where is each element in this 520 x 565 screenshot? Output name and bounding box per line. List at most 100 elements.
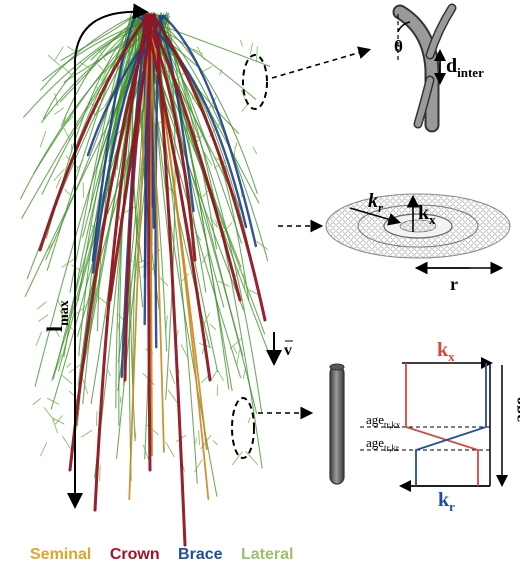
dinter-label: dinter [446, 55, 484, 80]
root-strand [87, 102, 100, 109]
root-strand [143, 13, 212, 382]
root-strand [248, 289, 259, 295]
root-strand [66, 362, 72, 368]
root-strand [61, 374, 73, 385]
root-strand [152, 16, 269, 262]
root-strand [55, 176, 62, 189]
root-strand [47, 54, 61, 66]
root-strand [156, 18, 258, 195]
root-strand [53, 326, 60, 337]
root-strand [149, 17, 165, 453]
root-strand [245, 451, 258, 465]
conductance-profile [360, 357, 508, 492]
root-strand [66, 46, 75, 52]
root-strand [169, 369, 176, 384]
root-strand [241, 104, 248, 112]
root-strand [161, 14, 258, 248]
root-strand [236, 349, 240, 365]
root-strand [114, 13, 141, 126]
root-strand [65, 116, 74, 125]
root-strand [194, 459, 203, 473]
root-strand [229, 338, 242, 350]
root-strand [233, 145, 236, 159]
root-strand [240, 39, 243, 47]
root-strand [38, 314, 49, 322]
root-strand [209, 323, 217, 330]
root-strand [38, 13, 150, 252]
root-strand [143, 13, 197, 262]
root-strand [252, 146, 258, 155]
root-strand [213, 159, 227, 169]
kr-cross-label: kr [368, 190, 384, 215]
root-strand [242, 367, 246, 380]
root-strand [71, 264, 84, 273]
root-strand [215, 219, 218, 227]
root-strand [32, 398, 41, 406]
profile-kr-label: kr [438, 489, 455, 514]
root-strand [153, 11, 230, 390]
legend-seminal: Seminal [30, 546, 92, 563]
root-strand [220, 221, 225, 230]
root-strand [232, 451, 243, 466]
root-strand [36, 301, 47, 310]
root-strand [107, 369, 111, 377]
root-strand [256, 240, 268, 250]
root-strand [202, 190, 209, 197]
root-strand [128, 17, 151, 500]
root-strand [247, 417, 251, 424]
root-strand [209, 216, 218, 228]
root-strand [91, 14, 137, 262]
age-tr-kx-label: agetr,kx [366, 412, 401, 430]
root-strand [97, 47, 107, 61]
age-axis-label: age [510, 397, 520, 423]
root-strand [61, 16, 142, 126]
root-strand [96, 86, 103, 102]
root-strand [147, 13, 152, 472]
root-strand [40, 11, 143, 91]
root-strand [194, 232, 202, 241]
root-strand [167, 389, 179, 405]
connector-branching [271, 46, 372, 79]
theta-label: θ [394, 37, 403, 56]
root-strand [99, 464, 101, 482]
root-strand [95, 106, 105, 116]
root-strand [52, 419, 58, 434]
root-strand [82, 378, 89, 395]
root-strand [56, 298, 66, 316]
root-strand [55, 354, 63, 371]
branching-inset [392, 3, 457, 133]
root-strand [196, 46, 205, 61]
root-strand [81, 429, 93, 438]
root-strand [63, 127, 71, 141]
root-strand [117, 313, 124, 321]
profile-kx-label: kx [437, 339, 455, 364]
root-strand [117, 322, 121, 337]
root-strand [210, 369, 218, 381]
root-strand [68, 390, 74, 396]
root-strand [61, 258, 75, 268]
root-strand [108, 13, 154, 302]
root-strand [233, 346, 238, 355]
root-strand [153, 13, 187, 547]
root-strand [64, 188, 71, 195]
root-strand [216, 384, 219, 396]
branch-zoom-ellipse [242, 54, 268, 110]
legend-brace: Brace [178, 546, 223, 563]
root-strand [165, 315, 168, 332]
age-tr-kr-label: agetr,kr [366, 435, 399, 453]
root-strand [54, 46, 64, 61]
root-strand [59, 16, 144, 103]
root-strand [142, 445, 150, 462]
root-strand [151, 13, 267, 322]
root-system [19, 11, 271, 547]
root-strand [147, 13, 242, 302]
root-strand [255, 46, 258, 63]
cross-section-inset [325, 193, 511, 275]
root-strand [101, 65, 110, 81]
segment-tube-inset [329, 363, 345, 485]
root-strand [95, 294, 108, 305]
root-strand [133, 259, 145, 266]
velocity-label: v [284, 342, 292, 359]
root-strand [161, 18, 225, 308]
root-strand [243, 273, 246, 290]
